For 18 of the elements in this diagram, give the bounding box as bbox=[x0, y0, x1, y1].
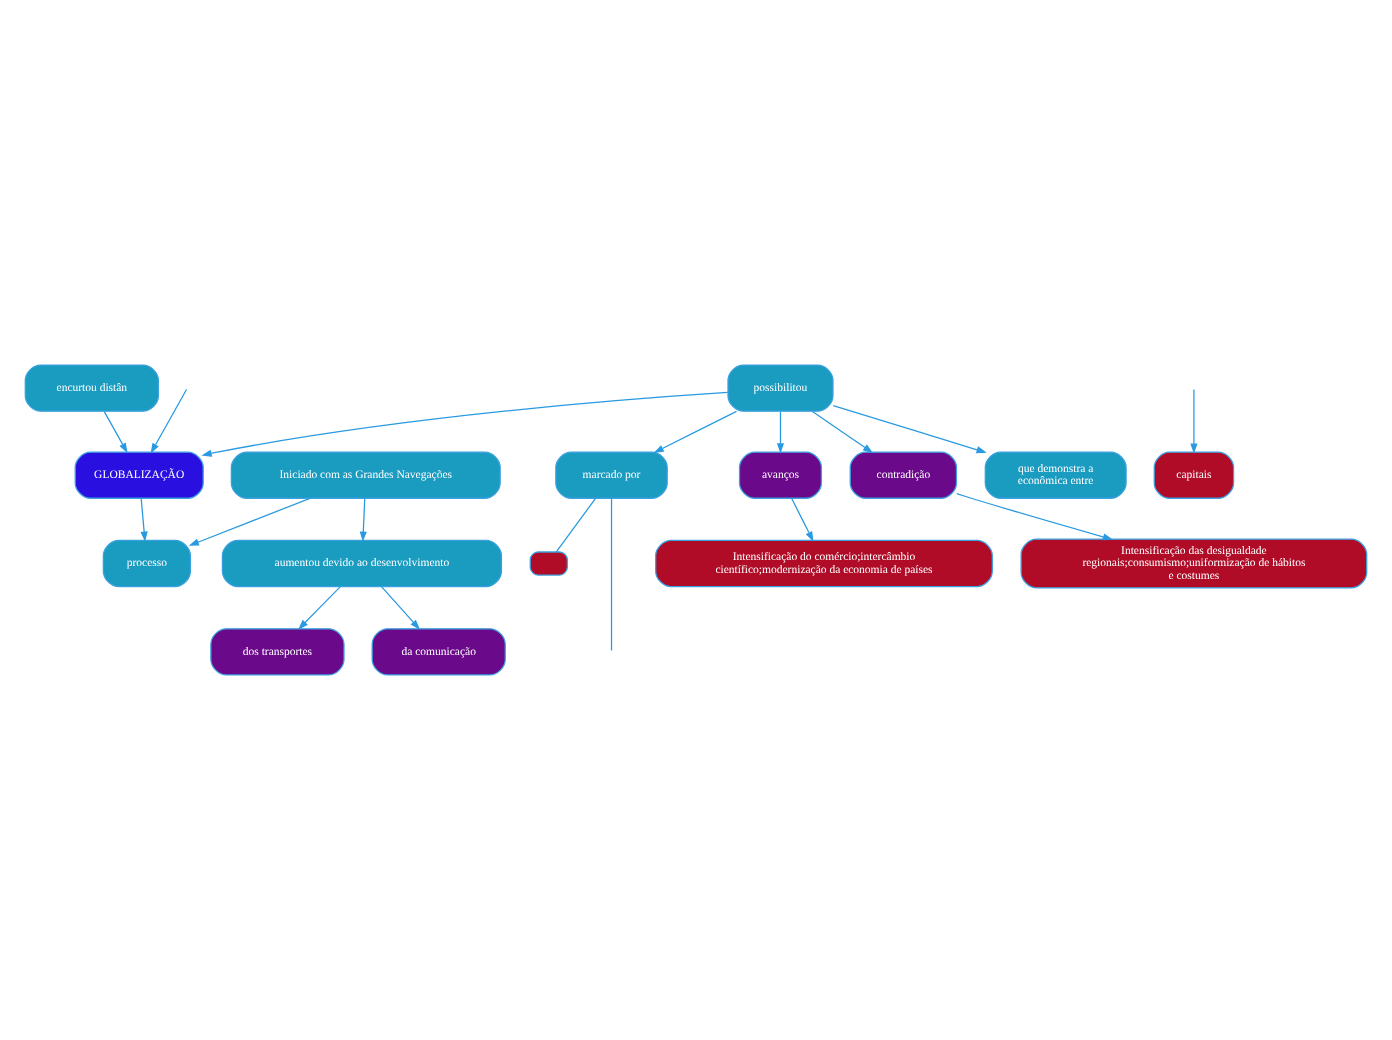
arrow bbox=[298, 586, 341, 630]
arrow bbox=[832, 405, 987, 454]
arrow bbox=[103, 411, 128, 454]
node-box bbox=[529, 551, 568, 576]
arrow bbox=[140, 497, 148, 542]
connector bbox=[610, 497, 613, 652]
arrow bbox=[811, 410, 874, 454]
arrow bbox=[956, 493, 1114, 541]
arrow bbox=[653, 410, 738, 453]
arrow bbox=[381, 586, 421, 630]
arrow bbox=[201, 391, 729, 457]
arrow bbox=[150, 388, 188, 454]
connector bbox=[555, 497, 596, 553]
arrow bbox=[359, 497, 367, 542]
arrow bbox=[776, 411, 785, 454]
arrow bbox=[791, 497, 814, 542]
arrow bbox=[1190, 388, 1198, 454]
arrow bbox=[188, 497, 311, 546]
